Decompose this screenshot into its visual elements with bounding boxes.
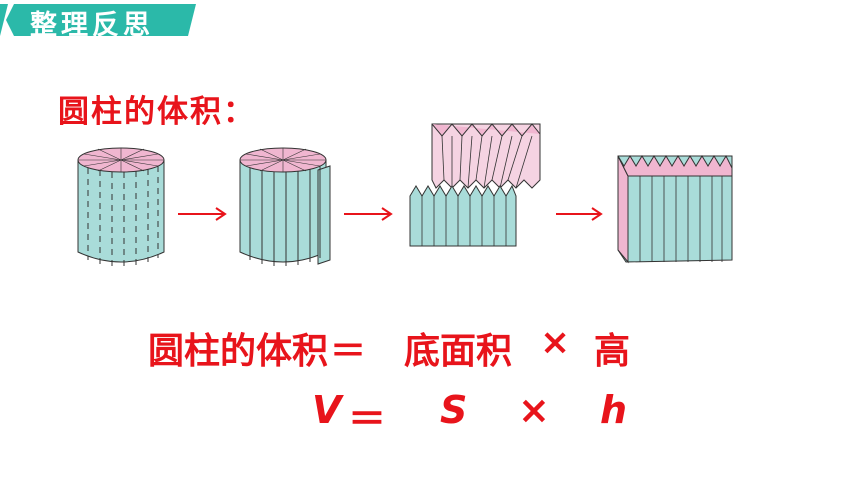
formula-base-area: 底面积 xyxy=(404,331,513,372)
section-subtitle: 圆柱的体积： xyxy=(58,94,256,130)
cylinder-whole xyxy=(77,147,165,266)
formula-lhs: 圆柱的体积 xyxy=(148,331,329,372)
banner-title: 整理反思 xyxy=(30,10,154,41)
arrow-1 xyxy=(178,207,227,221)
symbol-times: × xyxy=(518,388,550,432)
unrolled-halves xyxy=(409,123,541,247)
cylinder-sliced xyxy=(239,147,331,266)
section-banner: 整理反思 xyxy=(0,0,210,41)
formula-height: 高 xyxy=(594,331,631,372)
banner-shape xyxy=(0,4,206,36)
symbol-equals: ＝ xyxy=(348,397,387,441)
formula-equals: ＝ xyxy=(330,331,367,372)
approx-cuboid xyxy=(617,154,733,264)
arrow-3 xyxy=(556,207,603,221)
symbol-s: S xyxy=(440,388,468,432)
arrow-2 xyxy=(344,207,393,221)
cylinder-volume-diagram xyxy=(77,123,733,266)
symbol-v: V xyxy=(312,388,342,432)
symbol-h: h xyxy=(600,388,628,432)
formula-times: × xyxy=(540,322,571,363)
